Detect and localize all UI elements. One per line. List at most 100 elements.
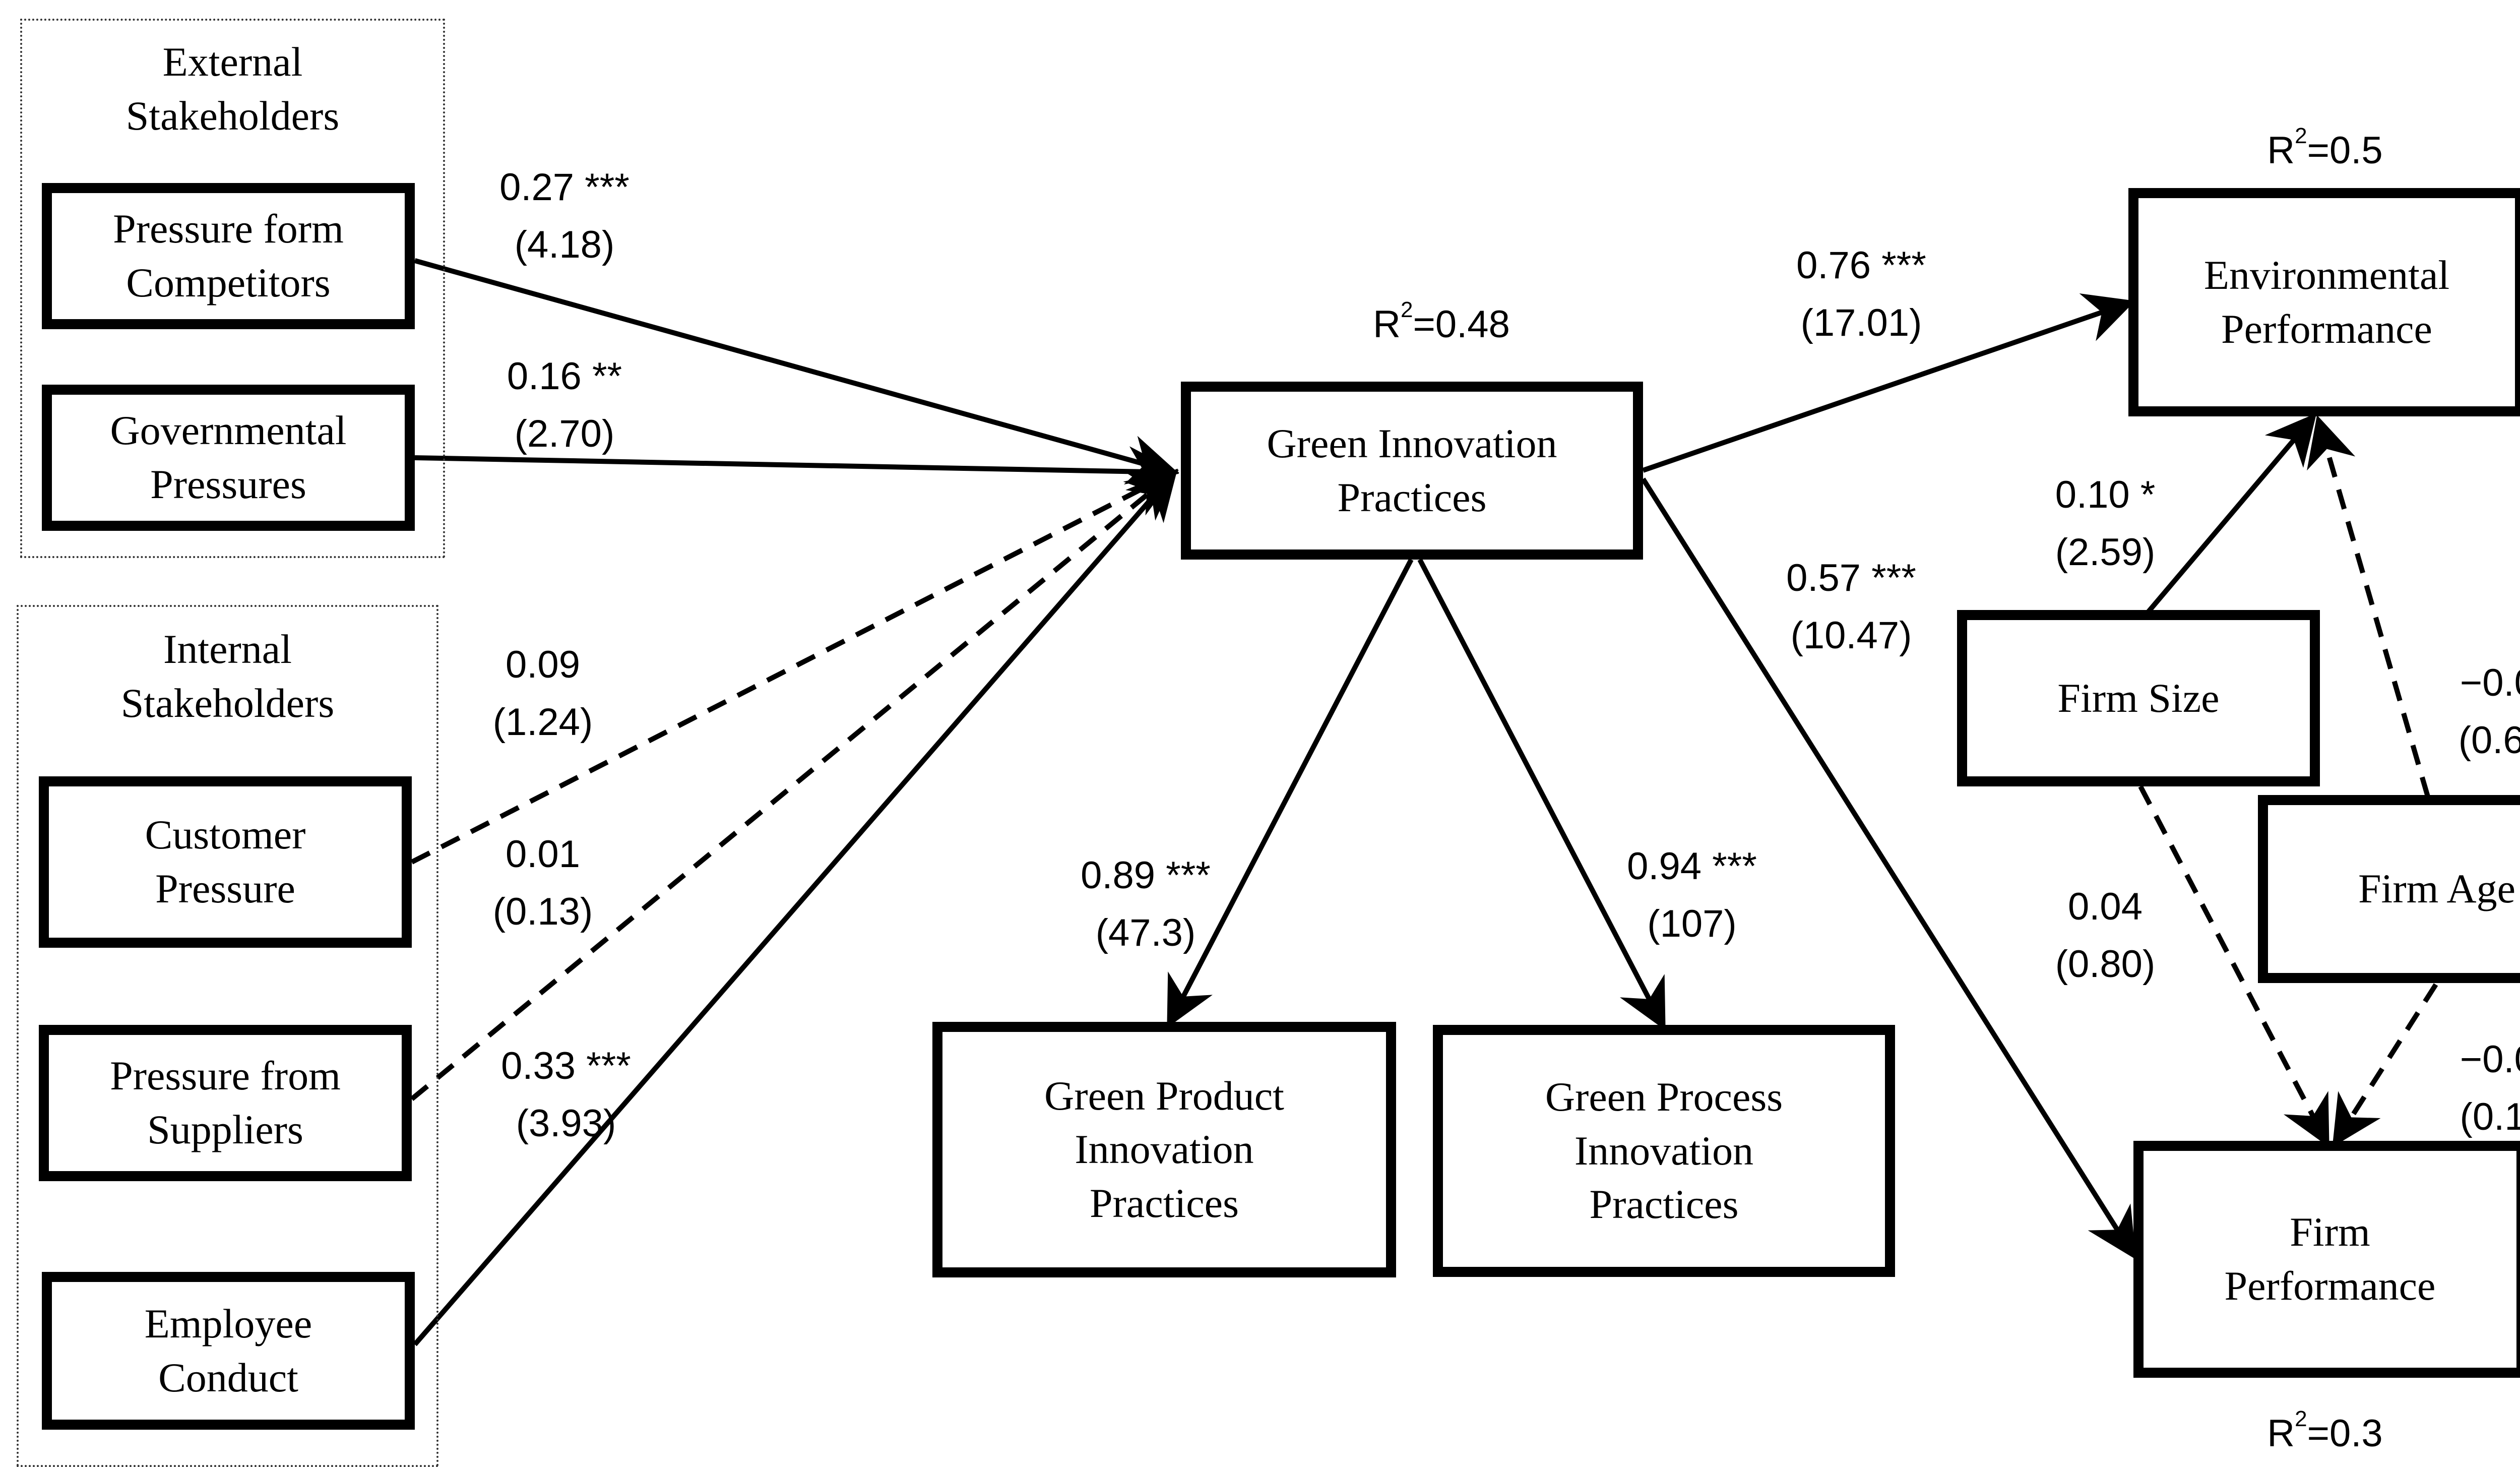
arrow-gip-to-env xyxy=(1642,293,2135,473)
customer-pressure-box: Customer Pressure xyxy=(39,776,412,948)
firmperf-r-squared-label: R2=0.3 xyxy=(2267,1407,2383,1455)
green-product-innovation-box: Green Product Innovation Practices xyxy=(932,1022,1396,1277)
external-title-line2: Stakeholders xyxy=(125,92,340,139)
coef-gip-firmperf: 0.57 *** (10.47) xyxy=(1786,549,1916,664)
employee-line1: Employee xyxy=(144,1300,312,1347)
coef-gip-firmperf-value: 0.57 *** xyxy=(1786,557,1916,599)
coef-customer-gip: 0.09 (1.24) xyxy=(493,636,593,751)
gpri-line1: Green Process xyxy=(1545,1074,1783,1120)
customer-line1: Customer xyxy=(145,812,306,858)
coef-governmental-gip-t: (2.70) xyxy=(514,412,615,455)
coef-gip-env-t: (17.01) xyxy=(1800,301,1922,344)
environmental-performance-box: Environmental Performance xyxy=(2128,188,2520,416)
external-stakeholders-title: External Stakeholders xyxy=(20,35,445,143)
green-process-innovation-box: Green Process Innovation Practices xyxy=(1433,1025,1895,1277)
arrow-gip-to-gpri xyxy=(1417,558,1666,1030)
firm-age-box: Firm Age xyxy=(2258,795,2520,983)
gpi-line2: Innovation xyxy=(1075,1126,1254,1173)
firmperf-line1: Firm xyxy=(2290,1209,2370,1255)
env-r2-value: =0.5 xyxy=(2307,129,2383,172)
pressure-from-competitors-box: Pressure form Competitors xyxy=(42,183,415,329)
external-title-line1: External xyxy=(162,39,303,85)
env-r2-r: R xyxy=(2267,129,2295,172)
competitors-line2: Competitors xyxy=(126,260,331,305)
coef-firmsize-firmperf: 0.04 (0.80) xyxy=(2055,878,2156,993)
arrow-firmage-to-firmperf xyxy=(2332,983,2438,1147)
gip-line2: Practices xyxy=(1337,474,1487,520)
governmental-line2: Pressures xyxy=(150,461,306,507)
internal-title-line1: Internal xyxy=(163,626,292,672)
coef-firmsize-env-t: (2.59) xyxy=(2055,531,2156,574)
coef-firmage-firmperf: −0.01 (0.11) xyxy=(2460,1031,2520,1146)
firmperf-line2: Performance xyxy=(2224,1263,2436,1309)
arrow-firmsize-to-env xyxy=(2147,413,2317,614)
suppliers-line1: Pressure from xyxy=(110,1053,341,1099)
internal-stakeholders-title: Internal Stakeholders xyxy=(17,623,438,730)
coef-competitors-gip-value: 0.27 *** xyxy=(499,166,629,209)
arrow-suppliers-to-gip xyxy=(410,469,1178,1101)
customer-line2: Pressure xyxy=(155,866,295,911)
gip-r2-value: =0.48 xyxy=(1413,303,1510,346)
firmsize-line1: Firm Size xyxy=(2057,675,2220,721)
coef-competitors-gip-t: (4.18) xyxy=(514,223,615,266)
arrow-governmental-to-gip xyxy=(414,446,1179,497)
employee-conduct-box: Employee Conduct xyxy=(42,1272,415,1430)
arrow-firmage-to-env xyxy=(2307,415,2430,798)
arrow-gip-to-gpi xyxy=(1167,558,1414,1028)
coef-governmental-gip-value: 0.16 ** xyxy=(507,355,622,398)
gpi-line1: Green Product xyxy=(1044,1072,1284,1119)
coef-firmsize-firmperf-value: 0.04 xyxy=(2068,885,2143,928)
suppliers-line2: Suppliers xyxy=(147,1107,303,1152)
arrow-customer-to-gip xyxy=(410,470,1179,865)
coef-gip-gpi-t: (47.3) xyxy=(1095,911,1196,954)
coef-firmage-firmperf-t: (0.11) xyxy=(2460,1095,2520,1138)
coef-gip-env: 0.76 *** (17.01) xyxy=(1796,237,1926,352)
arrow-firmsize-to-firmperf xyxy=(2138,785,2329,1147)
firm-size-box: Firm Size xyxy=(1957,610,2320,786)
coef-gip-firmperf-t: (10.47) xyxy=(1790,614,1912,657)
gip-r2-r: R xyxy=(1373,303,1401,346)
env-line2: Performance xyxy=(2221,305,2432,352)
firmperf-r2-sup: 2 xyxy=(2295,1406,2307,1431)
coef-employee-gip-value: 0.33 *** xyxy=(501,1045,631,1087)
env-line1: Environmental xyxy=(2203,252,2450,298)
arrow-employee-to-gip xyxy=(413,468,1178,1347)
gip-r-squared-label: R2=0.48 xyxy=(1373,297,1510,346)
coef-suppliers-gip-t: (0.13) xyxy=(492,890,593,933)
coef-firmage-env-value: −0.03 xyxy=(2460,661,2520,704)
gip-line1: Green Innovation xyxy=(1267,420,1557,466)
coef-gip-gpri-value: 0.94 *** xyxy=(1627,845,1757,888)
coef-firmsize-firmperf-t: (0.80) xyxy=(2055,943,2156,986)
env-r-squared-label: R2=0.5 xyxy=(2267,124,2383,172)
arrow-gip-to-firmperf xyxy=(1641,477,2136,1260)
coef-suppliers-gip: 0.01 (0.13) xyxy=(493,826,593,941)
env-r2-sup: 2 xyxy=(2295,123,2307,148)
green-innovation-practices-box: Green Innovation Practices xyxy=(1181,382,1643,560)
coef-suppliers-gip-value: 0.01 xyxy=(506,833,580,876)
gpri-line3: Practices xyxy=(1589,1181,1739,1228)
governmental-pressures-box: Governmental Pressures xyxy=(42,385,415,531)
coef-employee-gip: 0.33 *** (3.93) xyxy=(501,1037,631,1152)
coef-firmage-env: −0.03 (0.69) xyxy=(2459,654,2520,769)
coef-customer-gip-value: 0.09 xyxy=(506,643,580,686)
internal-title-line2: Stakeholders xyxy=(120,680,335,726)
firm-performance-box: Firm Performance xyxy=(2133,1141,2520,1378)
employee-line2: Conduct xyxy=(158,1354,298,1400)
coef-employee-gip-t: (3.93) xyxy=(516,1102,616,1145)
coef-governmental-gip: 0.16 ** (2.70) xyxy=(507,348,622,463)
coef-firmage-env-t: (0.69) xyxy=(2458,719,2520,762)
gip-r2-sup: 2 xyxy=(1401,297,1413,322)
arrow-competitors-to-gip xyxy=(414,258,1179,485)
gpi-line3: Practices xyxy=(1090,1180,1239,1226)
firmperf-r2-value: =0.3 xyxy=(2307,1412,2383,1455)
pressure-from-suppliers-box: Pressure from Suppliers xyxy=(39,1025,412,1181)
coef-customer-gip-t: (1.24) xyxy=(492,701,593,744)
coef-gip-env-value: 0.76 *** xyxy=(1796,244,1926,287)
coef-firmsize-env-value: 0.10 * xyxy=(2055,473,2156,516)
coef-gip-gpri-t: (107) xyxy=(1647,902,1737,945)
firmage-line1: Firm Age xyxy=(2358,866,2516,912)
coef-competitors-gip: 0.27 *** (4.18) xyxy=(499,159,629,274)
competitors-line1: Pressure form xyxy=(113,206,344,252)
